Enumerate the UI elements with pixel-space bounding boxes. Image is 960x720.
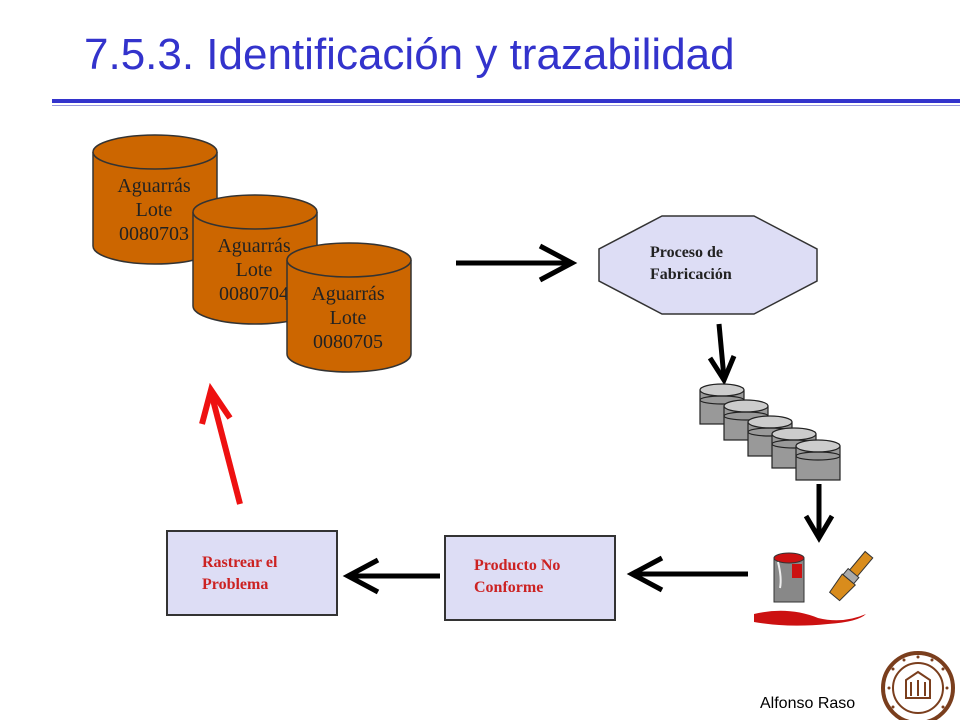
- nonconforming-box: Producto No Conforme: [444, 535, 616, 621]
- drum-lot-number: 0080704: [219, 283, 289, 305]
- trace-problem-box: Rastrear el Problema: [166, 530, 338, 616]
- drum-shape: [92, 134, 218, 265]
- drum-lot-number: 0080705: [313, 331, 383, 353]
- trace-problem-label: Rastrear el Problema: [202, 552, 277, 596]
- trace-line-1: Rastrear el: [202, 554, 278, 571]
- drum-shape: [286, 242, 412, 373]
- process-line-1: Proceso de: [650, 244, 724, 261]
- drum-shape: [192, 194, 318, 325]
- process-node: Proceso de Fabricación: [598, 215, 818, 315]
- octagon-shape: [598, 215, 818, 315]
- arrow-to-trace: [342, 557, 440, 595]
- drum-label: Aguarrás Lote 0080703: [92, 134, 216, 246]
- drum-product: Aguarrás: [117, 175, 191, 197]
- footer-author: Alfonso Raso: [760, 695, 856, 712]
- trace-line-2: Problema: [202, 576, 269, 593]
- process-label: Proceso de Fabricación: [650, 242, 732, 286]
- drum-lot-label: Lote: [135, 199, 173, 221]
- process-line-2: Fabricación: [650, 266, 732, 283]
- page-title: 7.5.3. Identificación y trazabilidad: [84, 30, 735, 79]
- drum-lote-0080705: Aguarrás Lote 0080705: [286, 242, 412, 373]
- nonconforming-line-2: Conforme: [474, 579, 544, 596]
- arrow-down-to-paint: [803, 484, 835, 543]
- trace-back-arrow: [199, 382, 243, 505]
- title-underline: [52, 99, 960, 103]
- drum-lot-label: Lote: [235, 259, 273, 281]
- drum-label: Aguarrás Lote 0080705: [286, 242, 410, 354]
- arrow-to-nonconforming: [626, 555, 748, 593]
- nonconforming-label: Producto No Conforme: [474, 555, 560, 599]
- title-underline-thin: [52, 105, 960, 106]
- arrow-down-to-cans: [707, 323, 737, 384]
- nonconforming-line-1: Producto No: [474, 557, 561, 574]
- product-cans-icon: [699, 383, 841, 481]
- arrow-to-process: [456, 243, 578, 283]
- drum-product: Aguarrás: [217, 235, 291, 257]
- drum-product: Aguarrás: [311, 283, 385, 305]
- drum-lote-0080703: Aguarrás Lote 0080703: [92, 134, 218, 265]
- drum-lot-label: Lote: [329, 307, 367, 329]
- drum-lote-0080704: Aguarrás Lote 0080704: [192, 194, 318, 325]
- paint-can-brush-icon: [754, 550, 874, 626]
- drum-lot-number: 0080703: [119, 223, 189, 245]
- drum-label: Aguarrás Lote 0080704: [192, 194, 316, 306]
- university-seal-logo: [881, 651, 955, 720]
